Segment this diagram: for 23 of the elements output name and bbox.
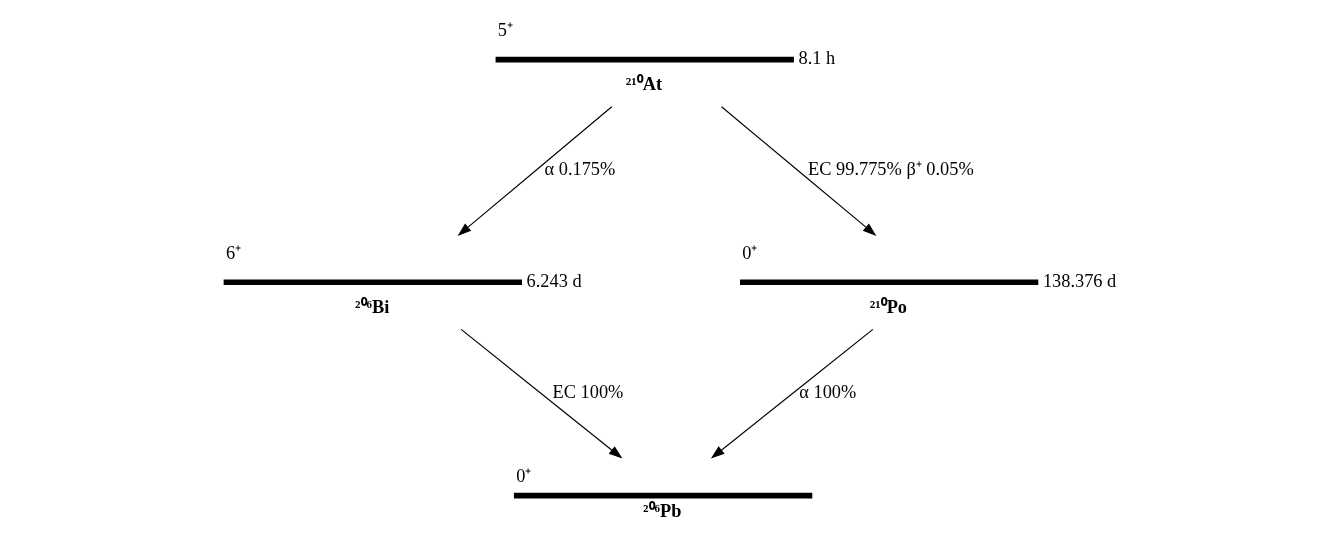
node-label: 0⁺ bbox=[742, 243, 758, 264]
node-label: 6⁺ bbox=[225, 243, 242, 264]
node-label: 138.376 d bbox=[1042, 270, 1117, 291]
node-label: ²⁰⁶Pb bbox=[643, 500, 682, 521]
node-label: 6.243 d bbox=[526, 270, 582, 291]
node-label: ²⁰⁶Bi bbox=[355, 297, 390, 317]
edge-label: α 100% bbox=[799, 381, 857, 402]
node-label: 8.1 h bbox=[798, 48, 836, 69]
node-label: ²¹⁰Po bbox=[869, 297, 908, 317]
node-box bbox=[740, 279, 1039, 286]
node-label: 0⁺ bbox=[516, 466, 532, 487]
arrow bbox=[460, 328, 623, 459]
node-box bbox=[513, 492, 813, 499]
arrow bbox=[721, 106, 877, 236]
arrow bbox=[457, 106, 613, 236]
node-label: ²¹⁰At bbox=[625, 74, 663, 95]
edge-label: α 0.175% bbox=[544, 159, 616, 180]
edge-label: EC 100% bbox=[552, 381, 624, 402]
node-box bbox=[223, 279, 522, 286]
edge-label: EC 99.775% β⁺ 0.05% bbox=[808, 159, 974, 180]
node-label: 5⁺ bbox=[497, 20, 514, 41]
arrow bbox=[710, 328, 874, 459]
node-box bbox=[495, 56, 794, 63]
